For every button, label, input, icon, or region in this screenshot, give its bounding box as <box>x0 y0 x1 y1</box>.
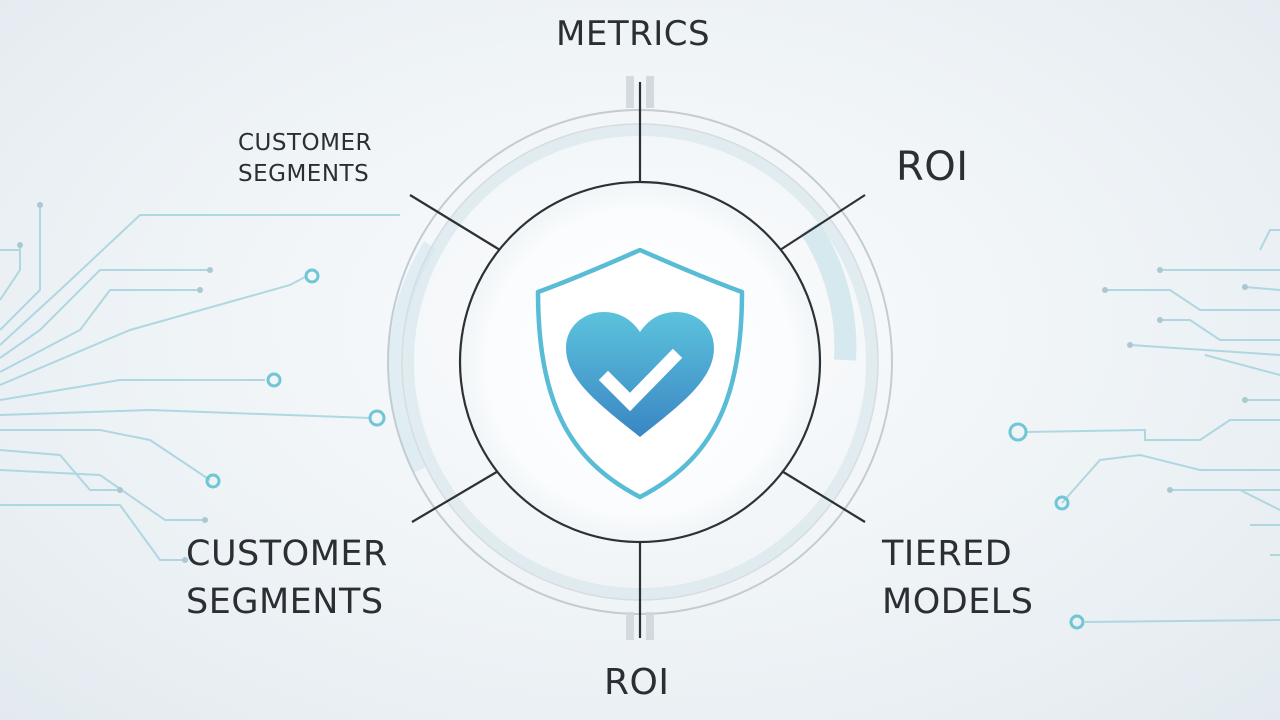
spokes <box>409 82 866 638</box>
label-line: TIERED <box>882 534 1013 574</box>
spoke-bottom-right <box>779 469 866 523</box>
spoke-bottom-left <box>411 469 501 523</box>
right-circuit-traces <box>1025 229 1280 623</box>
label-customer-segments-top-left: CUSTOMER SEGMENTS <box>238 128 372 190</box>
label-line: SEGMENTS <box>186 582 384 622</box>
right-circuit-nodes <box>1008 422 1085 630</box>
left-circuit-traces <box>0 205 400 561</box>
spoke-top-left <box>409 194 501 251</box>
left-circuit-dots <box>17 202 213 563</box>
label-metrics: METRICS <box>556 14 711 54</box>
spoke-caps <box>626 76 654 640</box>
spoke-top-right <box>779 194 866 251</box>
label-line: SEGMENTS <box>238 161 370 187</box>
heart-shape <box>566 312 714 437</box>
shield-heart-check-icon <box>535 247 745 500</box>
accent-arc-right <box>800 221 857 361</box>
right-circuit-dots <box>1102 267 1248 493</box>
label-customer-segments-bottom-left: CUSTOMER SEGMENTS <box>186 530 388 626</box>
label-roi-bottom: ROI <box>604 662 670 703</box>
label-line: MODELS <box>882 582 1034 622</box>
label-line: CUSTOMER <box>186 534 388 574</box>
label-tiered-models: TIERED MODELS <box>882 530 1034 626</box>
accent-arc-left <box>388 241 436 474</box>
check-mark <box>598 348 683 412</box>
label-roi-top-right: ROI <box>896 144 969 190</box>
left-circuit-nodes <box>205 268 386 489</box>
label-line: CUSTOMER <box>238 130 373 156</box>
